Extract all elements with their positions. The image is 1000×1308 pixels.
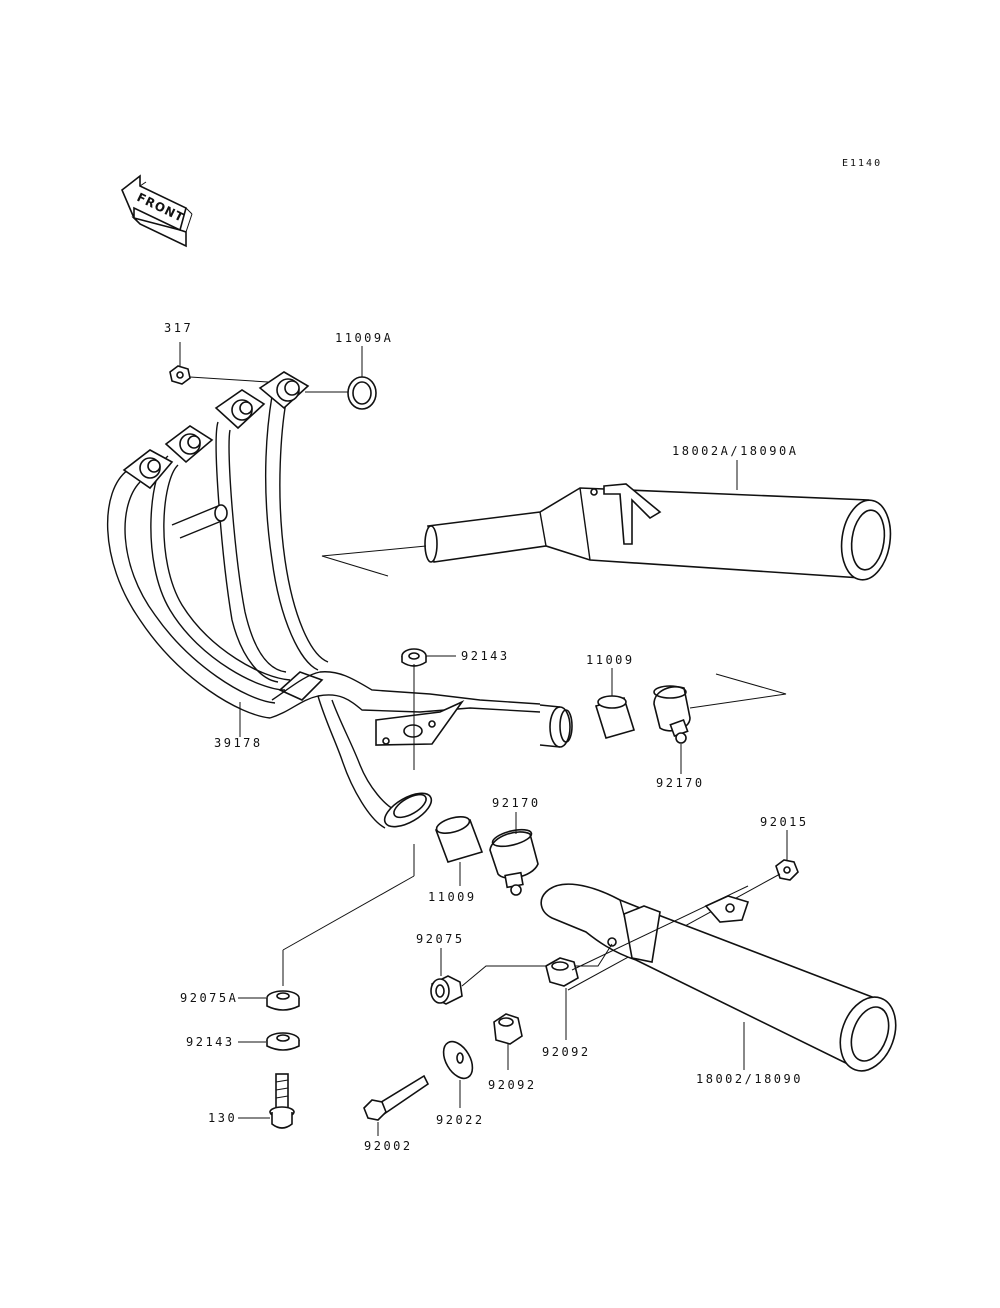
label-92075: 92075 bbox=[416, 932, 465, 946]
label-92170-right: 92170 bbox=[656, 776, 705, 790]
clamp-92170-right bbox=[653, 673, 787, 774]
bolt-92002 bbox=[363, 1074, 430, 1136]
label-18002a-18090a: 18002A/18090A bbox=[672, 444, 798, 458]
exhaust-port-flanges bbox=[122, 371, 310, 490]
collar-92092-mid bbox=[493, 1013, 523, 1070]
header-pipe-assembly bbox=[107, 395, 573, 829]
gasket-11009a bbox=[305, 346, 377, 410]
muffler-right bbox=[540, 883, 897, 1072]
washer-92022 bbox=[442, 1040, 474, 1108]
label-11009-mid: 11009 bbox=[428, 890, 477, 904]
label-317: 317 bbox=[164, 321, 193, 335]
label-92092-mid: 92092 bbox=[488, 1078, 537, 1092]
label-130: 130 bbox=[208, 1111, 237, 1125]
label-11009a: 11009A bbox=[335, 331, 393, 345]
sleeve-11009-mid bbox=[434, 816, 484, 886]
label-92002: 92002 bbox=[364, 1139, 413, 1153]
label-92143-top: 92143 bbox=[461, 649, 510, 663]
grommet-92075a bbox=[238, 844, 415, 1011]
muffler-left bbox=[321, 460, 892, 581]
collar-92143-top bbox=[401, 648, 456, 770]
label-92170-mid: 92170 bbox=[492, 796, 541, 810]
clamp-92170-mid bbox=[489, 812, 539, 896]
grommet-92075 bbox=[430, 943, 613, 1005]
nut-317 bbox=[169, 342, 269, 385]
label-39178: 39178 bbox=[214, 736, 263, 750]
label-11009-top: 11009 bbox=[586, 653, 635, 667]
diagram-code: E1140 bbox=[842, 158, 882, 169]
bolt-130 bbox=[238, 1073, 295, 1129]
label-18002-18090: 18002/18090 bbox=[696, 1072, 803, 1086]
front-arrow-icon: FRONT bbox=[121, 174, 193, 248]
label-92022: 92022 bbox=[436, 1113, 485, 1127]
label-92075a: 92075A bbox=[180, 991, 238, 1005]
collar-92143-bottom bbox=[238, 1032, 300, 1051]
label-92015: 92015 bbox=[760, 815, 809, 829]
label-92092-right: 92092 bbox=[542, 1045, 591, 1059]
sleeve-11009-top bbox=[594, 668, 636, 739]
label-92143-bottom: 92143 bbox=[186, 1035, 235, 1049]
collar-92092-right bbox=[545, 885, 749, 1040]
